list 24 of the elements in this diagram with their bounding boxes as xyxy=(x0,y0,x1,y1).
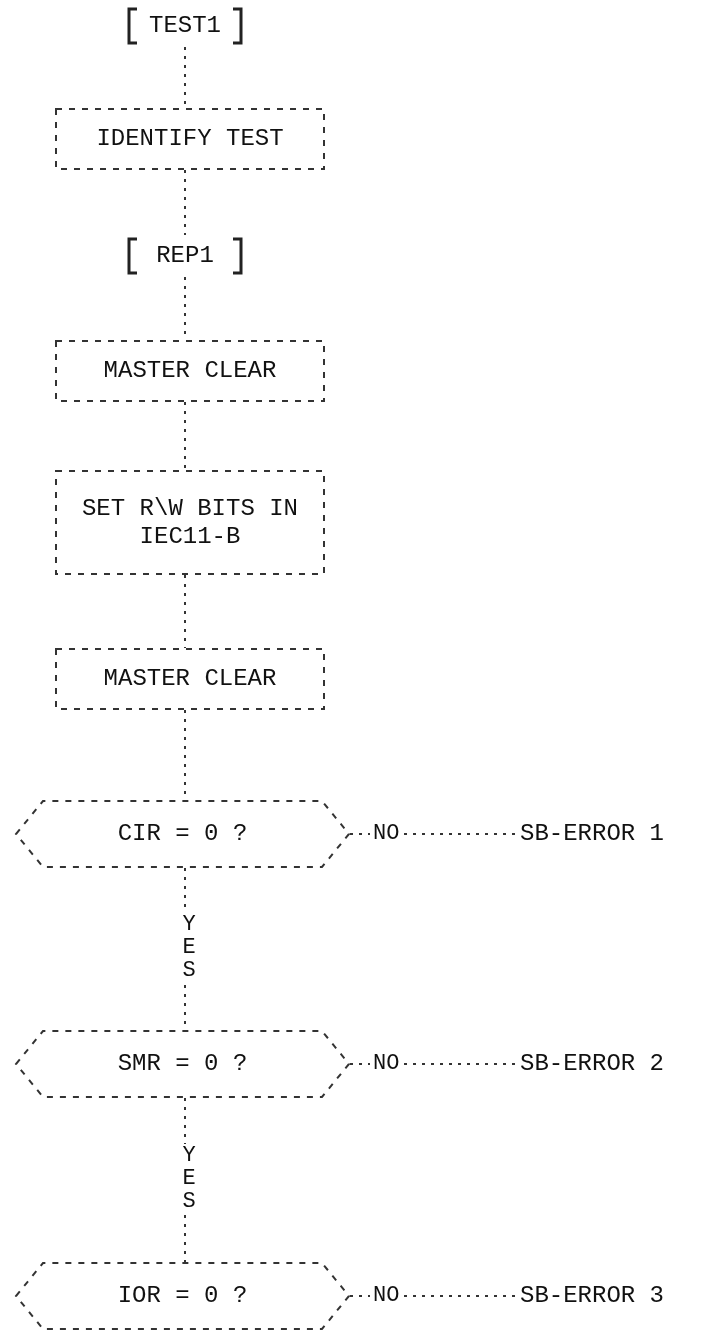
node-label: IDENTIFY TEST xyxy=(96,125,284,153)
node-label: SET R\W BITS IN IEC11-B xyxy=(80,494,299,551)
node-label: SB-ERROR 1 xyxy=(520,820,665,848)
node-label: MASTER CLEAR xyxy=(103,665,277,693)
node-label: TEST1 xyxy=(149,12,221,40)
node-label: SB-ERROR 2 xyxy=(520,1050,665,1078)
node-label: REP1 xyxy=(156,242,214,270)
decision-hexagon xyxy=(15,800,350,868)
node-label: MASTER CLEAR xyxy=(103,357,277,385)
terminal xyxy=(125,235,245,277)
process-box xyxy=(55,470,325,575)
connector xyxy=(184,169,186,236)
process-box xyxy=(55,108,325,170)
process-box xyxy=(55,648,325,710)
node-label: IOR = 0 ? xyxy=(117,1282,248,1310)
connector xyxy=(184,401,186,471)
node-label: CIR = 0 ? xyxy=(117,820,248,848)
node-label: SMR = 0 ? xyxy=(117,1050,248,1078)
connector xyxy=(184,574,186,649)
terminal xyxy=(125,5,245,47)
decision-hexagon xyxy=(15,1262,350,1330)
process-box xyxy=(55,340,325,402)
decision-hexagon xyxy=(15,1030,350,1098)
node-label: SB-ERROR 3 xyxy=(520,1282,665,1310)
